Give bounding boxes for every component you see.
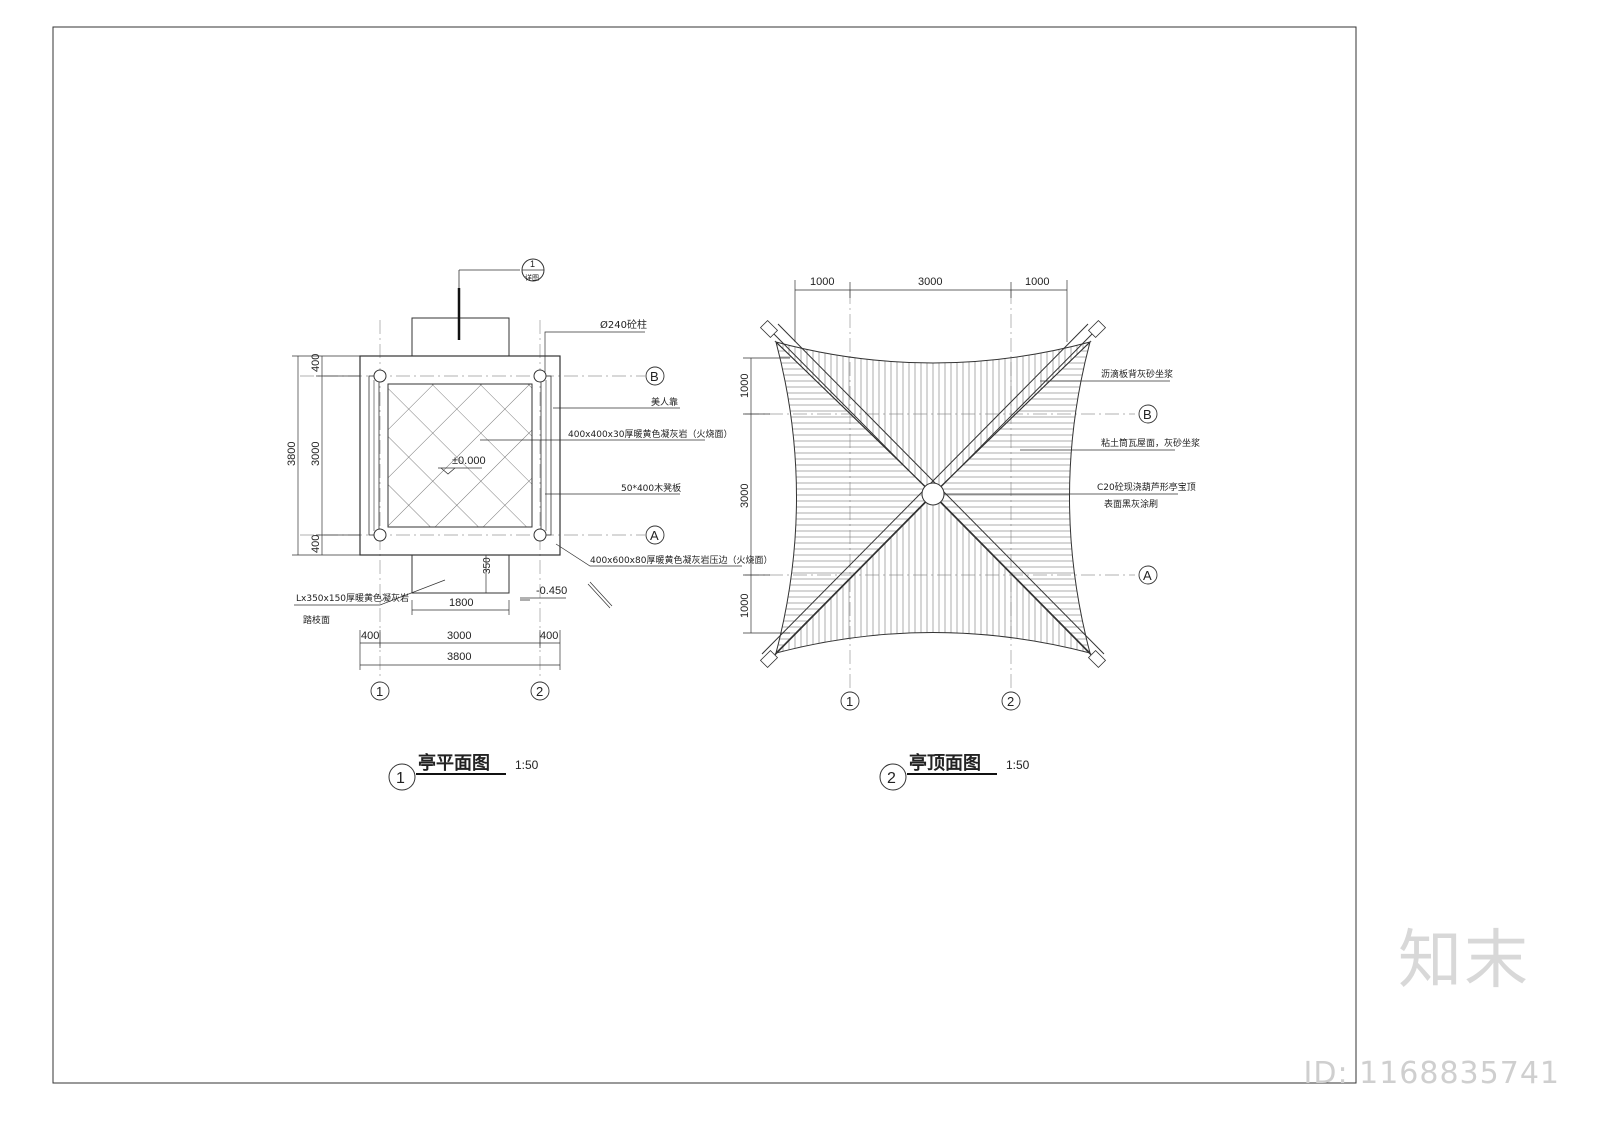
roof-title: 亭顶面图 — [909, 752, 981, 774]
note-column: Ø240砼柱 — [600, 318, 647, 331]
dim-3000: 3000 — [739, 484, 751, 508]
axis-1-label: 1 — [376, 684, 383, 699]
dim-1000: 1000 — [739, 374, 751, 398]
sheet-border — [52, 26, 1357, 1084]
roof-east-slope — [932, 340, 1091, 655]
note-floor: 400x400x30厚暖黄色凝灰岩（火烧面） — [568, 428, 732, 440]
plan-title: 亭平面图 — [418, 752, 490, 774]
note-board: 50*400木凳板 — [621, 482, 681, 494]
axis-A-label: A — [1143, 568, 1152, 583]
section-ref-number: 1 — [530, 259, 535, 269]
dim-400: 400 — [310, 535, 322, 553]
watermark-id: ID: 1168835741 — [1303, 1056, 1560, 1091]
column — [373, 528, 387, 542]
dim-1800: 1800 — [449, 597, 473, 609]
section-ref-label: 详图 — [525, 273, 539, 282]
roof-north-slope — [774, 341, 1092, 495]
roof-west-slope — [775, 340, 934, 655]
column — [533, 369, 547, 383]
dim-350: 350 — [482, 557, 493, 574]
note-tile: 粘土筒瓦屋面，灰砂坐浆 — [1101, 437, 1200, 449]
pavilion-plan: ±0.000 -0.450 1 详图 400 3000 400 3800 180… — [286, 258, 772, 791]
dim-3000: 3000 — [447, 630, 471, 642]
dim-1000: 1000 — [1025, 276, 1049, 288]
axis-2-label: 2 — [1007, 694, 1014, 709]
dim-400: 400 — [540, 630, 558, 642]
column — [373, 369, 387, 383]
roof-number: 2 — [887, 770, 896, 787]
dim-1000: 1000 — [810, 276, 834, 288]
plan-scale: 1:50 — [515, 758, 539, 772]
dim-3800: 3800 — [447, 651, 471, 663]
dim-3000: 3000 — [918, 276, 942, 288]
dim-1000: 1000 — [739, 594, 751, 618]
roof-scale: 1:50 — [1006, 758, 1030, 772]
note-step: Lx350x150厚暖黄色凝灰岩 — [296, 592, 409, 604]
dim-400: 400 — [361, 630, 379, 642]
note-step-2: 踏枝面 — [303, 614, 330, 626]
plan-number: 1 — [396, 770, 405, 787]
plan-level-1: -0.450 — [536, 585, 567, 597]
dim-400: 400 — [310, 354, 322, 372]
axis-2-label: 2 — [536, 684, 543, 699]
roof-finial — [921, 482, 945, 506]
pavilion-roof: 1000 3000 1000 1000 3000 1000 1 2 B A 沥滴… — [739, 276, 1200, 791]
axis-A-label: A — [650, 528, 659, 543]
dim-3000: 3000 — [310, 442, 322, 466]
note-finial-2: 表面黑灰涂刷 — [1104, 498, 1158, 510]
roof-south-slope — [774, 493, 1092, 654]
column — [533, 528, 547, 542]
note-edge: 400x600x80厚暖黄色凝灰岩压边（火烧面） — [590, 554, 772, 566]
axis-B-label: B — [1143, 407, 1152, 422]
axis-B-label: B — [650, 369, 659, 384]
plan-level-0: ±0.000 — [452, 455, 486, 467]
plan-floor-tiles — [387, 383, 533, 528]
note-finial: C20砼现浇葫芦形亭宝顶 — [1097, 481, 1196, 493]
note-ridge: 沥滴板背灰砂坐浆 — [1101, 368, 1173, 380]
axis-1-label: 1 — [846, 694, 853, 709]
watermark-brand: 知末 — [1398, 924, 1530, 998]
dim-3800: 3800 — [286, 442, 298, 466]
note-bench: 美人靠 — [651, 396, 678, 408]
